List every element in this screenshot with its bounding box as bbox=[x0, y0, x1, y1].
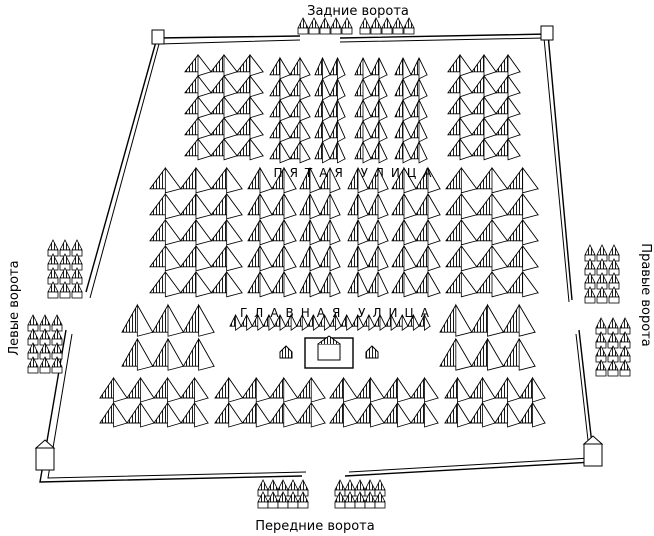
left-gate-tents-upper bbox=[47, 239, 83, 299]
upper-block-2 bbox=[269, 56, 311, 164]
rear-gate-label: Задние ворота bbox=[307, 4, 409, 19]
front-block-2 bbox=[214, 376, 326, 428]
main-street-block-right bbox=[439, 303, 536, 371]
middle-block-6 bbox=[445, 166, 539, 298]
main-street-strip bbox=[229, 313, 431, 331]
front-block-3 bbox=[329, 376, 439, 428]
right-gate-tents-lower bbox=[595, 317, 631, 377]
rear-gate-tents-right bbox=[359, 17, 415, 35]
middle-block-4 bbox=[347, 166, 389, 298]
right-gate-tents-upper bbox=[584, 244, 620, 304]
left-gate-label: Левые ворота bbox=[7, 260, 22, 355]
left-gate-tents-lower bbox=[27, 314, 63, 374]
upper-block-5 bbox=[394, 56, 428, 164]
praetorium bbox=[279, 335, 379, 369]
main-street-block-left bbox=[121, 303, 215, 371]
rear-gate-tents-left bbox=[297, 17, 353, 35]
barrack-blocks bbox=[99, 53, 546, 428]
fifth-street-label: ПЯТАЯ УЛИЦА bbox=[274, 166, 439, 180]
front-gate-tents-left bbox=[257, 479, 309, 509]
gate-tents bbox=[27, 17, 631, 509]
right-gate-label: Правые ворота bbox=[638, 243, 653, 346]
upper-block-4 bbox=[354, 56, 388, 164]
front-block-1 bbox=[99, 376, 209, 428]
front-gate-label: Передние ворота bbox=[255, 519, 374, 534]
middle-block-3 bbox=[299, 166, 341, 298]
upper-block-3 bbox=[314, 56, 346, 164]
middle-block-2 bbox=[247, 166, 297, 298]
main-street-label: ГЛАВНАЯ УЛИЦА bbox=[240, 306, 436, 320]
middle-block-1 bbox=[149, 166, 243, 298]
corner-towers bbox=[34, 25, 604, 471]
upper-block-1 bbox=[184, 53, 264, 161]
front-gate-tents-right bbox=[334, 479, 386, 509]
upper-block-6 bbox=[447, 53, 521, 161]
middle-block-5 bbox=[391, 166, 441, 298]
front-block-4 bbox=[444, 376, 546, 428]
